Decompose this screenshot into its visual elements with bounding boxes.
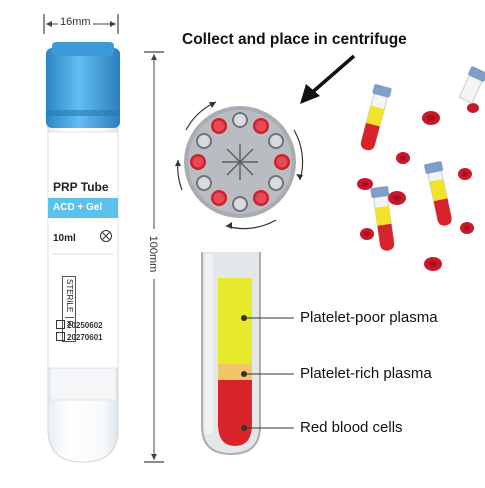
tube-date-2: 20270601 [56,332,103,342]
sample-tube-icon [360,84,392,151]
layer-label-platelet-rich: Platelet-rich plasma [300,365,432,382]
height-dimension-label: 100mm [147,229,159,279]
expiry-icon [56,332,65,341]
rotor-tube-holes [190,112,290,212]
centrifuge-rotor-icon [175,101,304,230]
layer-label-platelet-poor: Platelet-poor plasma [300,309,438,326]
arrow-icon [300,54,356,104]
blood-cells-illustration [357,66,485,271]
tube-volume: 10ml [53,233,76,244]
separated-tube [201,252,261,456]
platelet-poor-layer [218,278,252,364]
width-dimension-label: 16mm [58,16,93,28]
blood-cell-icon [357,103,479,271]
sample-tube-icon [370,186,395,252]
tube-date-1: 20250602 [56,320,103,330]
layer-label-red-cells: Red blood cells [300,419,403,436]
headline: Collect and place in centrifuge [182,31,407,48]
sample-tube-icon [458,66,485,104]
tube-additive: ACD + Gel [53,202,103,213]
tube-title: PRP Tube [53,180,109,194]
prp-tube: PRP Tube ACD + Gel 10ml STERILE R 202506… [36,40,130,465]
sterile-icon [100,230,112,242]
sterile-text: STERILE [65,279,74,313]
manufacture-icon [56,320,65,329]
rotor-spokes [222,144,258,180]
layer-pointers [241,315,294,431]
tube-body [46,42,120,463]
sample-tube-icon [424,161,452,226]
